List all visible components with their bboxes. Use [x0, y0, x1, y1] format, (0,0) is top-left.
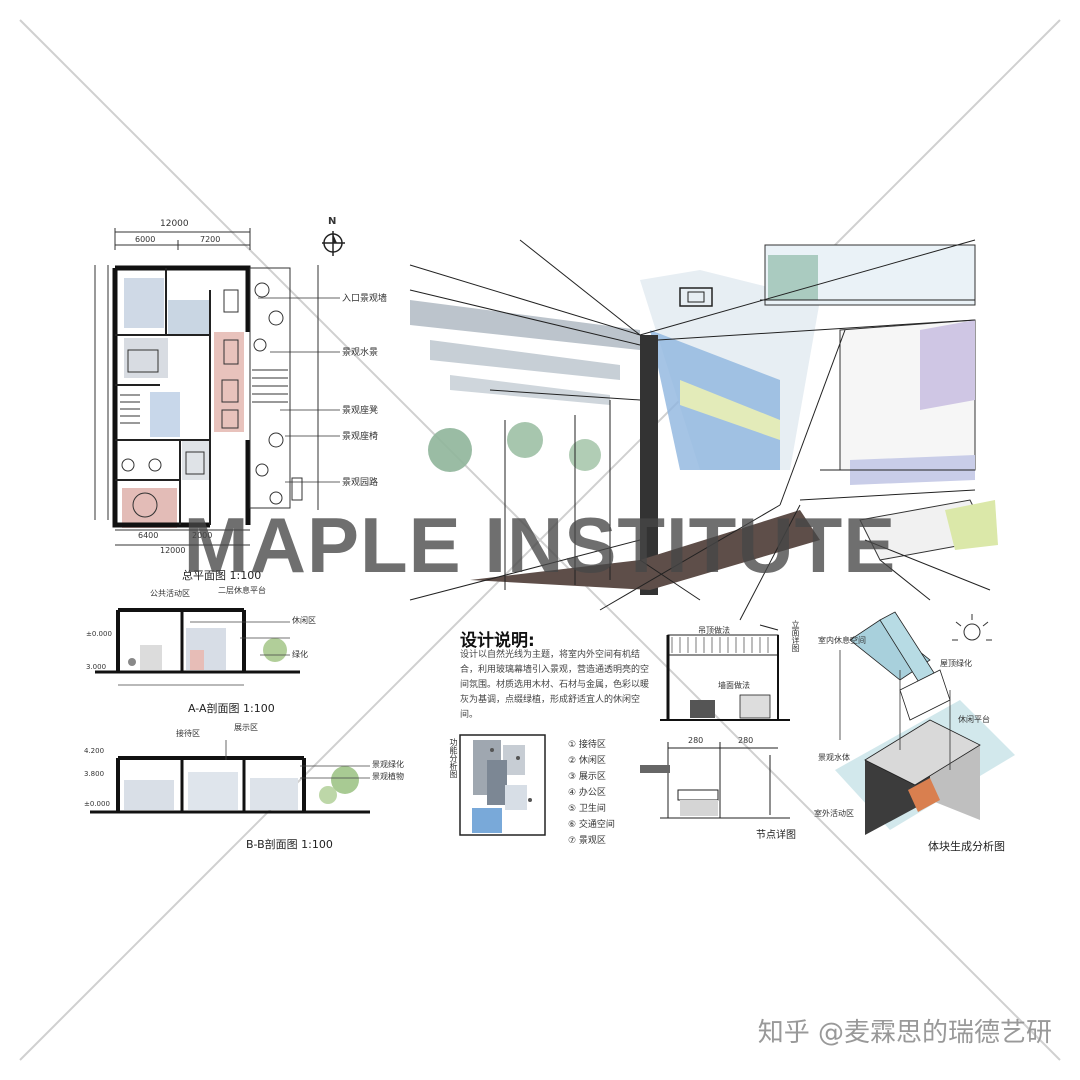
plan-callout-4: 景观座椅 — [342, 432, 379, 442]
plan-callout-5: 景观园路 — [342, 478, 379, 488]
plan-dim-bottom-total: 12000 — [160, 546, 186, 555]
detail-drawings — [640, 624, 790, 819]
section-bb-level-1: 4.200 — [84, 747, 105, 755]
section-bb-level-3: ±0.000 — [84, 800, 110, 808]
section-aa-title: A-A剖面图 1:100 — [188, 702, 275, 715]
axon-title: 体块生成分析图 — [928, 840, 1005, 853]
axon-callout-1: 室内休息空间 — [818, 636, 866, 645]
detail-title: 节点详图 — [756, 830, 796, 841]
plan-dim-bottom-left: 6400 — [138, 531, 159, 540]
section-aa-callout-3: 休闲区 — [292, 616, 316, 625]
plan-callout-1: 入口景观墙 — [342, 294, 388, 304]
detail-dim-1: 280 — [688, 736, 704, 745]
north-arrow-label: N — [328, 216, 337, 227]
section-aa-drawing — [95, 608, 300, 686]
design-notes: 设计以自然光线为主题，将室内外空间有机结合，利用玻璃幕墙引入景观，营造通透明亮的… — [460, 650, 650, 720]
section-bb-level-2: 3.800 — [84, 770, 105, 778]
legend-item-1: ① 接待区 — [568, 740, 606, 750]
detail-callout-1: 吊顶做法 — [698, 626, 730, 635]
axon-callout-4: 景观水体 — [818, 753, 850, 762]
watermark-cross-lines — [19, 19, 1061, 1061]
function-zoning-plan — [459, 734, 546, 836]
legend-item-4: ④ 办公区 — [568, 788, 606, 798]
detail-callout-2: 墙面做法 — [718, 681, 750, 690]
section-aa-callout-2: 二层休息平台 — [218, 586, 266, 595]
legend-item-2: ② 休闲区 — [568, 756, 606, 766]
section-bb-callout-1: 接待区 — [176, 729, 200, 738]
legend-item-3: ③ 展示区 — [568, 772, 606, 782]
legend-item-7: ⑦ 景观区 — [568, 836, 606, 846]
north-arrow-icon — [322, 231, 345, 256]
detail-dim-2: 280 — [738, 736, 754, 745]
section-bb-callout-2: 展示区 — [234, 723, 258, 732]
plan-title: 总平面图 1:100 — [182, 569, 262, 582]
section-bb-drawing — [90, 740, 370, 814]
detail-side-label: 立面详图 — [791, 620, 800, 652]
plan-dim-top-total: 12000 — [160, 219, 189, 229]
plan-dim-bottom-mid: 2000 — [192, 531, 213, 540]
axonometric-diagram — [835, 611, 1015, 835]
section-aa-level-1: ±0.000 — [86, 630, 112, 638]
plan-callout-2: 景观水景 — [342, 348, 379, 358]
perspective-rendering — [409, 239, 998, 621]
axon-callout-5: 室外活动区 — [814, 809, 854, 818]
watermark-text: MAPLE INSTITUTE — [183, 501, 897, 589]
section-bb-callout-3: 景观绿化 — [372, 760, 404, 769]
legend-item-6: ⑥ 交通空间 — [568, 820, 615, 830]
plan-dim-top-left: 6000 — [135, 235, 156, 244]
legend-side-title: 功能分析图 — [449, 738, 458, 778]
design-heading: 设计说明: — [460, 631, 535, 651]
legend-item-5: ⑤ 卫生间 — [568, 804, 606, 814]
section-bb-title: B-B剖面图 1:100 — [246, 838, 333, 851]
sun-icon — [952, 614, 992, 641]
axon-callout-2: 屋顶绿化 — [940, 659, 972, 668]
section-aa-callout-1: 公共活动区 — [150, 589, 190, 598]
plan-callout-3: 景观座凳 — [342, 406, 379, 416]
floor-plan — [94, 228, 340, 546]
credit-text: 知乎 @麦霖思的瑞德艺研 — [757, 1018, 1052, 1048]
axon-callout-3: 休闲平台 — [958, 715, 990, 724]
section-aa-callout-4: 绿化 — [292, 650, 308, 659]
plan-dim-top-right: 7200 — [200, 235, 221, 244]
section-bb-callout-4: 景观植物 — [372, 772, 404, 781]
section-aa-level-2: 3.000 — [86, 663, 107, 671]
